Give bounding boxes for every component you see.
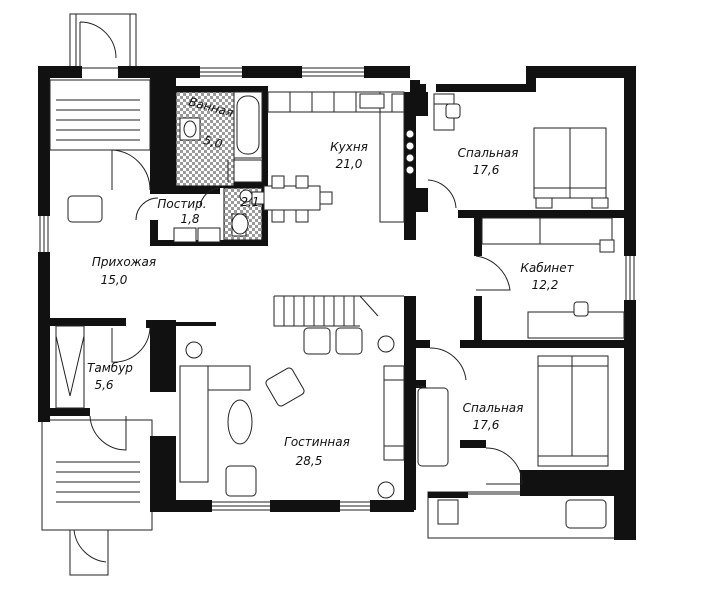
room-name: Гостинная [284, 435, 350, 449]
room-name: Спальная [458, 146, 519, 160]
staircase [273, 295, 404, 327]
room-label-vestibule: Тамбур 5,6 [87, 361, 133, 392]
room-name: Кухня [330, 140, 368, 154]
office-furniture [481, 217, 625, 339]
room-area: 21,0 [336, 157, 363, 171]
kitchen-furniture [251, 91, 415, 223]
room-name: Спальная [463, 401, 524, 415]
room-label-bedroom2: Спальная 17,6 [463, 401, 524, 432]
room-area: 12,2 [532, 278, 559, 292]
room-label-office: Кабинет 12,2 [520, 261, 574, 292]
room-area: 5,0 [202, 133, 224, 152]
room-name: Кабинет [520, 261, 574, 275]
room-label-laundry: Постир. 1,8 [157, 197, 206, 226]
top-porch [69, 13, 137, 69]
room-label-hall: Прихожая 15,0 [92, 255, 156, 287]
laundry-fixtures [173, 227, 221, 243]
room-name: Постир. [157, 197, 206, 211]
hall-furniture [55, 195, 607, 529]
living-furniture [179, 327, 405, 499]
bathroom-fixtures [175, 91, 263, 187]
room-area: 5,6 [94, 378, 113, 392]
room-label-kitchen: Кухня 21,0 [330, 140, 368, 171]
room-area: 15,0 [101, 273, 128, 287]
exterior-walls [38, 66, 636, 540]
room-area: 1,8 [180, 212, 199, 226]
bedroom1-furniture [433, 93, 609, 209]
room-area: 17,6 [473, 418, 500, 432]
room-area: 17,6 [473, 163, 500, 177]
room-label-bedroom1: Спальная 17,6 [458, 146, 519, 177]
room-area: 2,1 [240, 195, 259, 209]
room-label-wc: 2,1 [240, 195, 259, 209]
wc-fixtures [223, 187, 263, 241]
interior-walls [50, 66, 624, 512]
room-name: Прихожая [92, 255, 156, 269]
bottom-porch [41, 419, 153, 576]
room-area: 28,5 [296, 454, 323, 468]
room-label-living: Гостинная 28,5 [284, 435, 350, 468]
room-name: Тамбур [87, 361, 133, 375]
bedroom2-furniture [417, 355, 609, 467]
stair-entrance [49, 79, 151, 151]
